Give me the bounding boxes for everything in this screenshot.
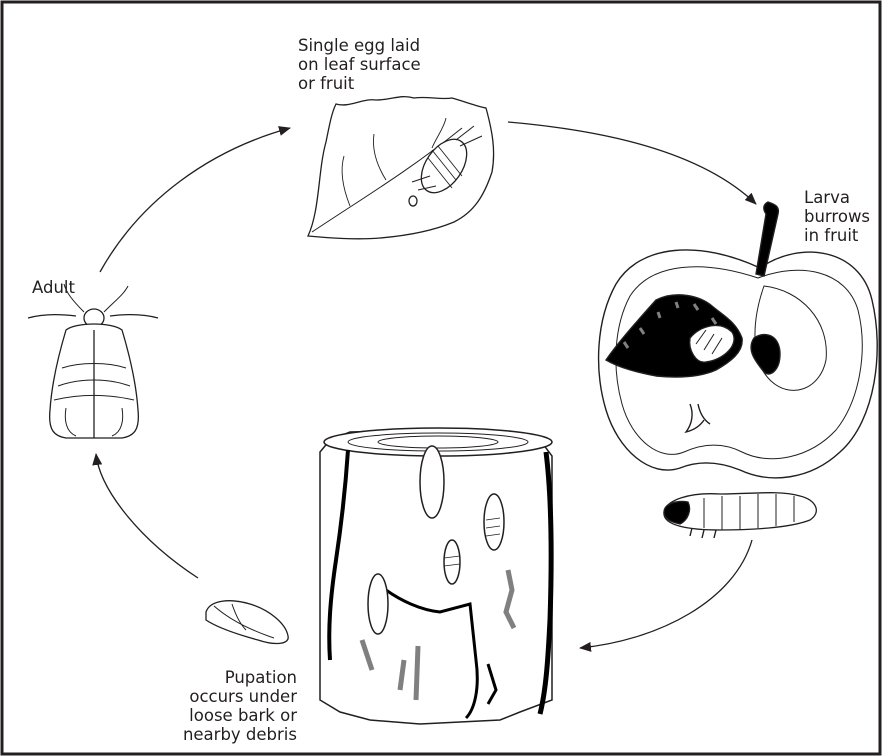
label-pupation-line: Pupation [183, 668, 297, 687]
label-pupation-line: loose bark or [183, 706, 297, 725]
label-adult: Adult [32, 278, 75, 297]
label-egg-line: on leaf surface [298, 55, 421, 74]
label-larva-line: Larva [804, 188, 870, 207]
tree-stump-icon [320, 428, 552, 724]
label-larva: Larva burrows in fruit [804, 188, 870, 245]
label-pupation-line: nearby debris [183, 725, 297, 744]
label-pupation-line: occurs under [183, 687, 297, 706]
label-larva-line: in fruit [804, 226, 870, 245]
label-adult-line: Adult [32, 278, 75, 297]
label-egg-line: Single egg laid [298, 36, 421, 55]
label-egg: Single egg laid on leaf surface or fruit [298, 36, 421, 93]
label-pupation: Pupation occurs under loose bark or near… [183, 668, 297, 744]
label-egg-line: or fruit [298, 74, 421, 93]
label-larva-line: burrows [804, 207, 870, 226]
